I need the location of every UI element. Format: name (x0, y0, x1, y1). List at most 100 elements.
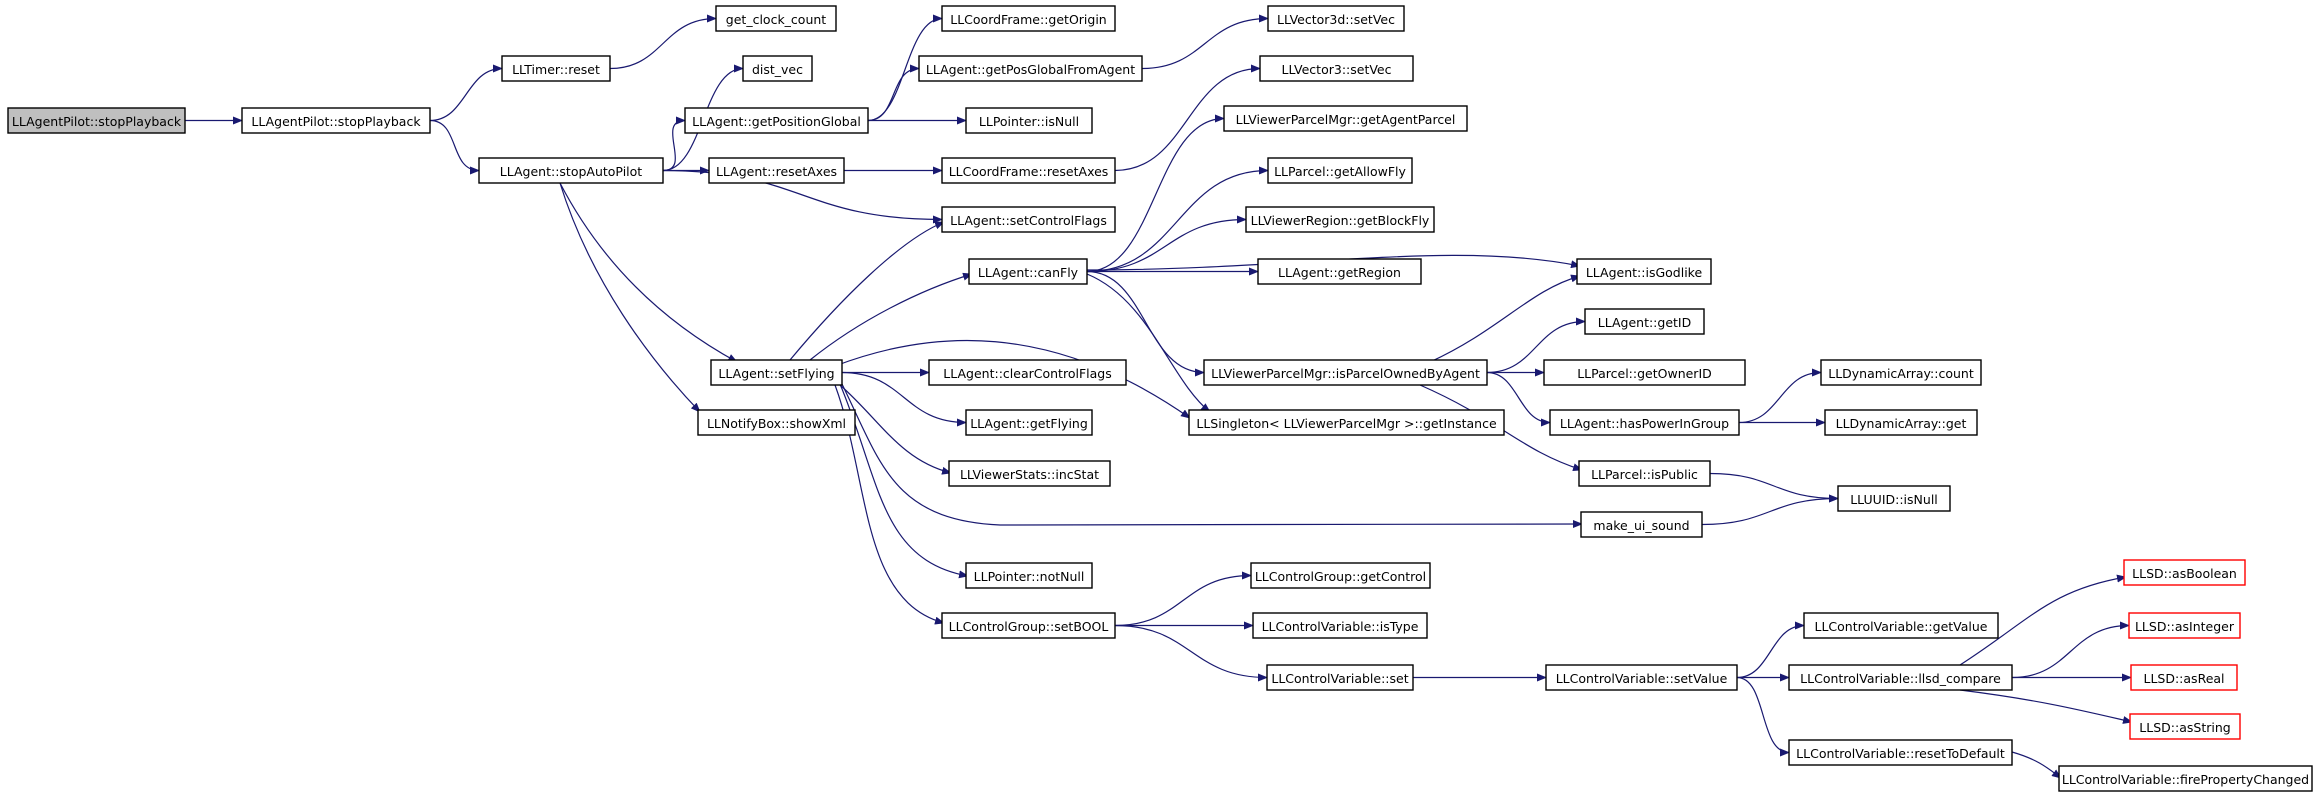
node-llagentpilot-stopplayback[interactable]: LLAgentPilot::stopPlayback (7, 107, 186, 134)
node-llviewerparcelmgr-getagentparcel[interactable]: LLViewerParcelMgr::getAgentParcel (1223, 105, 1468, 132)
node-llagentpilot-stopplayback[interactable]: LLAgentPilot::stopPlayback (241, 107, 431, 134)
node-box[interactable] (1266, 664, 1414, 691)
node-llcontrolvariable-setvalue[interactable]: LLControlVariable::setValue (1545, 664, 1738, 691)
node-box[interactable] (684, 107, 869, 134)
node-box[interactable] (501, 55, 611, 82)
node-box[interactable] (2123, 559, 2246, 586)
node-llsingleton-llviewerparcelmgr-getinstance[interactable]: LLSingleton< LLViewerParcelMgr >::getIns… (1188, 409, 1505, 436)
node-box[interactable] (1257, 258, 1422, 285)
node-llcoordframe-getorigin[interactable]: LLCoordFrame::getOrigin (941, 5, 1116, 32)
node-lldynamicarray-get[interactable]: LLDynamicArray::get (1824, 409, 1978, 436)
node-llagent-setcontrolflags[interactable]: LLAgent::setControlFlags (941, 206, 1116, 233)
node-llagent-getregion[interactable]: LLAgent::getRegion (1257, 258, 1422, 285)
node-llagent-setflying[interactable]: LLAgent::setFlying (710, 359, 843, 386)
node-llvector3d-setvec[interactable]: LLVector3d::setVec (1267, 5, 1405, 32)
node-llsd-asinteger[interactable]: LLSD::asInteger (2128, 612, 2241, 639)
node-llsd-asstring[interactable]: LLSD::asString (2129, 713, 2241, 740)
node-box[interactable] (965, 107, 1093, 134)
node-box[interactable] (478, 157, 664, 184)
node-box[interactable] (1580, 511, 1703, 538)
node-box[interactable] (715, 5, 837, 32)
node-llcontrolvariable-istype[interactable]: LLControlVariable::isType (1252, 612, 1428, 639)
node-dist-vec[interactable]: dist_vec (742, 55, 813, 82)
node-box[interactable] (1223, 105, 1468, 132)
node-llcontrolvariable-llsd-compare[interactable]: LLControlVariable::llsd_compare (1788, 664, 2013, 691)
node-box[interactable] (7, 107, 186, 134)
node-box[interactable] (1788, 664, 2013, 691)
node-llcontrolvariable-getvalue[interactable]: LLControlVariable::getValue (1803, 612, 1999, 639)
node-box[interactable] (2058, 765, 2313, 792)
node-box[interactable] (708, 157, 845, 184)
node-llagent-getposglobalfromagent[interactable]: LLAgent::getPosGlobalFromAgent (918, 55, 1143, 82)
node-box[interactable] (1820, 359, 1982, 386)
node-llcontrolgroup-setbool[interactable]: LLControlGroup::setBOOL (941, 612, 1116, 639)
node-box[interactable] (710, 359, 843, 386)
node-box[interactable] (1203, 359, 1488, 386)
node-box[interactable] (1245, 206, 1435, 233)
node-box[interactable] (965, 562, 1093, 589)
node-box[interactable] (948, 460, 1111, 487)
node-box[interactable] (941, 5, 1116, 32)
node-llagent-stopautopilot[interactable]: LLAgent::stopAutoPilot (478, 157, 664, 184)
node-llagent-getid[interactable]: LLAgent::getID (1584, 308, 1705, 335)
node-get-clock-count[interactable]: get_clock_count (715, 5, 837, 32)
node-llviewerstats-incstat[interactable]: LLViewerStats::incStat (948, 460, 1111, 487)
node-lltimer-reset[interactable]: LLTimer::reset (501, 55, 611, 82)
node-box[interactable] (928, 359, 1127, 386)
node-llviewerregion-getblockfly[interactable]: LLViewerRegion::getBlockFly (1245, 206, 1435, 233)
node-box[interactable] (1250, 562, 1431, 589)
node-box[interactable] (918, 55, 1143, 82)
node-llagent-clearcontrolflags[interactable]: LLAgent::clearControlFlags (928, 359, 1127, 386)
node-llviewerparcelmgr-isparcelownedbyagent[interactable]: LLViewerParcelMgr::isParcelOwnedByAgent (1203, 359, 1488, 386)
node-llagent-getflying[interactable]: LLAgent::getFlying (965, 409, 1093, 436)
node-llcontrolvariable-firepropertychanged[interactable]: LLControlVariable::firePropertyChanged (2058, 765, 2313, 792)
node-box[interactable] (241, 107, 431, 134)
node-box[interactable] (1188, 409, 1505, 436)
node-box[interactable] (1549, 409, 1740, 436)
node-box[interactable] (1584, 308, 1705, 335)
node-llvector3-setvec[interactable]: LLVector3::setVec (1259, 55, 1414, 82)
node-make-ui-sound[interactable]: make_ui_sound (1580, 511, 1703, 538)
node-box[interactable] (1543, 359, 1746, 386)
node-box[interactable] (1252, 612, 1428, 639)
node-box[interactable] (1578, 460, 1711, 487)
node-llsd-asboolean[interactable]: LLSD::asBoolean (2123, 559, 2246, 586)
node-llagent-isgodlike[interactable]: LLAgent::isGodlike (1576, 258, 1712, 285)
node-box[interactable] (742, 55, 813, 82)
node-box[interactable] (697, 409, 856, 436)
node-box[interactable] (941, 157, 1116, 184)
node-llcoordframe-resetaxes[interactable]: LLCoordFrame::resetAxes (941, 157, 1116, 184)
node-box[interactable] (968, 258, 1088, 285)
node-llagent-haspoweringroup[interactable]: LLAgent::hasPowerInGroup (1549, 409, 1740, 436)
node-box[interactable] (1803, 612, 1999, 639)
node-box[interactable] (2129, 713, 2241, 740)
node-box[interactable] (1259, 55, 1414, 82)
node-box[interactable] (1267, 157, 1413, 184)
node-llsd-asreal[interactable]: LLSD::asReal (2130, 664, 2238, 691)
node-llagent-getpositionglobal[interactable]: LLAgent::getPositionGlobal (684, 107, 869, 134)
node-lldynamicarray-count[interactable]: LLDynamicArray::count (1820, 359, 1982, 386)
node-box[interactable] (1837, 485, 1951, 512)
node-box[interactable] (2130, 664, 2238, 691)
node-llcontrolvariable-set[interactable]: LLControlVariable::set (1266, 664, 1414, 691)
node-llpointer-notnull[interactable]: LLPointer::notNull (965, 562, 1093, 589)
node-llparcel-getallowfly[interactable]: LLParcel::getAllowFly (1267, 157, 1413, 184)
node-llparcel-ispublic[interactable]: LLParcel::isPublic (1578, 460, 1711, 487)
node-llcontrolgroup-getcontrol[interactable]: LLControlGroup::getControl (1250, 562, 1431, 589)
node-box[interactable] (1824, 409, 1978, 436)
node-llpointer-isnull[interactable]: LLPointer::isNull (965, 107, 1093, 134)
node-box[interactable] (1267, 5, 1405, 32)
node-box[interactable] (965, 409, 1093, 436)
node-box[interactable] (2128, 612, 2241, 639)
node-box[interactable] (1545, 664, 1738, 691)
node-box[interactable] (1576, 258, 1712, 285)
node-box[interactable] (941, 612, 1116, 639)
node-llagent-canfly[interactable]: LLAgent::canFly (968, 258, 1088, 285)
node-lluuid-isnull[interactable]: LLUUID::isNull (1837, 485, 1951, 512)
node-llcontrolvariable-resettodefault[interactable]: LLControlVariable::resetToDefault (1788, 739, 2013, 766)
node-box[interactable] (1788, 739, 2013, 766)
node-llagent-resetaxes[interactable]: LLAgent::resetAxes (708, 157, 845, 184)
node-box[interactable] (941, 206, 1116, 233)
node-llparcel-getownerid[interactable]: LLParcel::getOwnerID (1543, 359, 1746, 386)
node-llnotifybox-showxml[interactable]: LLNotifyBox::showXml (697, 409, 856, 436)
